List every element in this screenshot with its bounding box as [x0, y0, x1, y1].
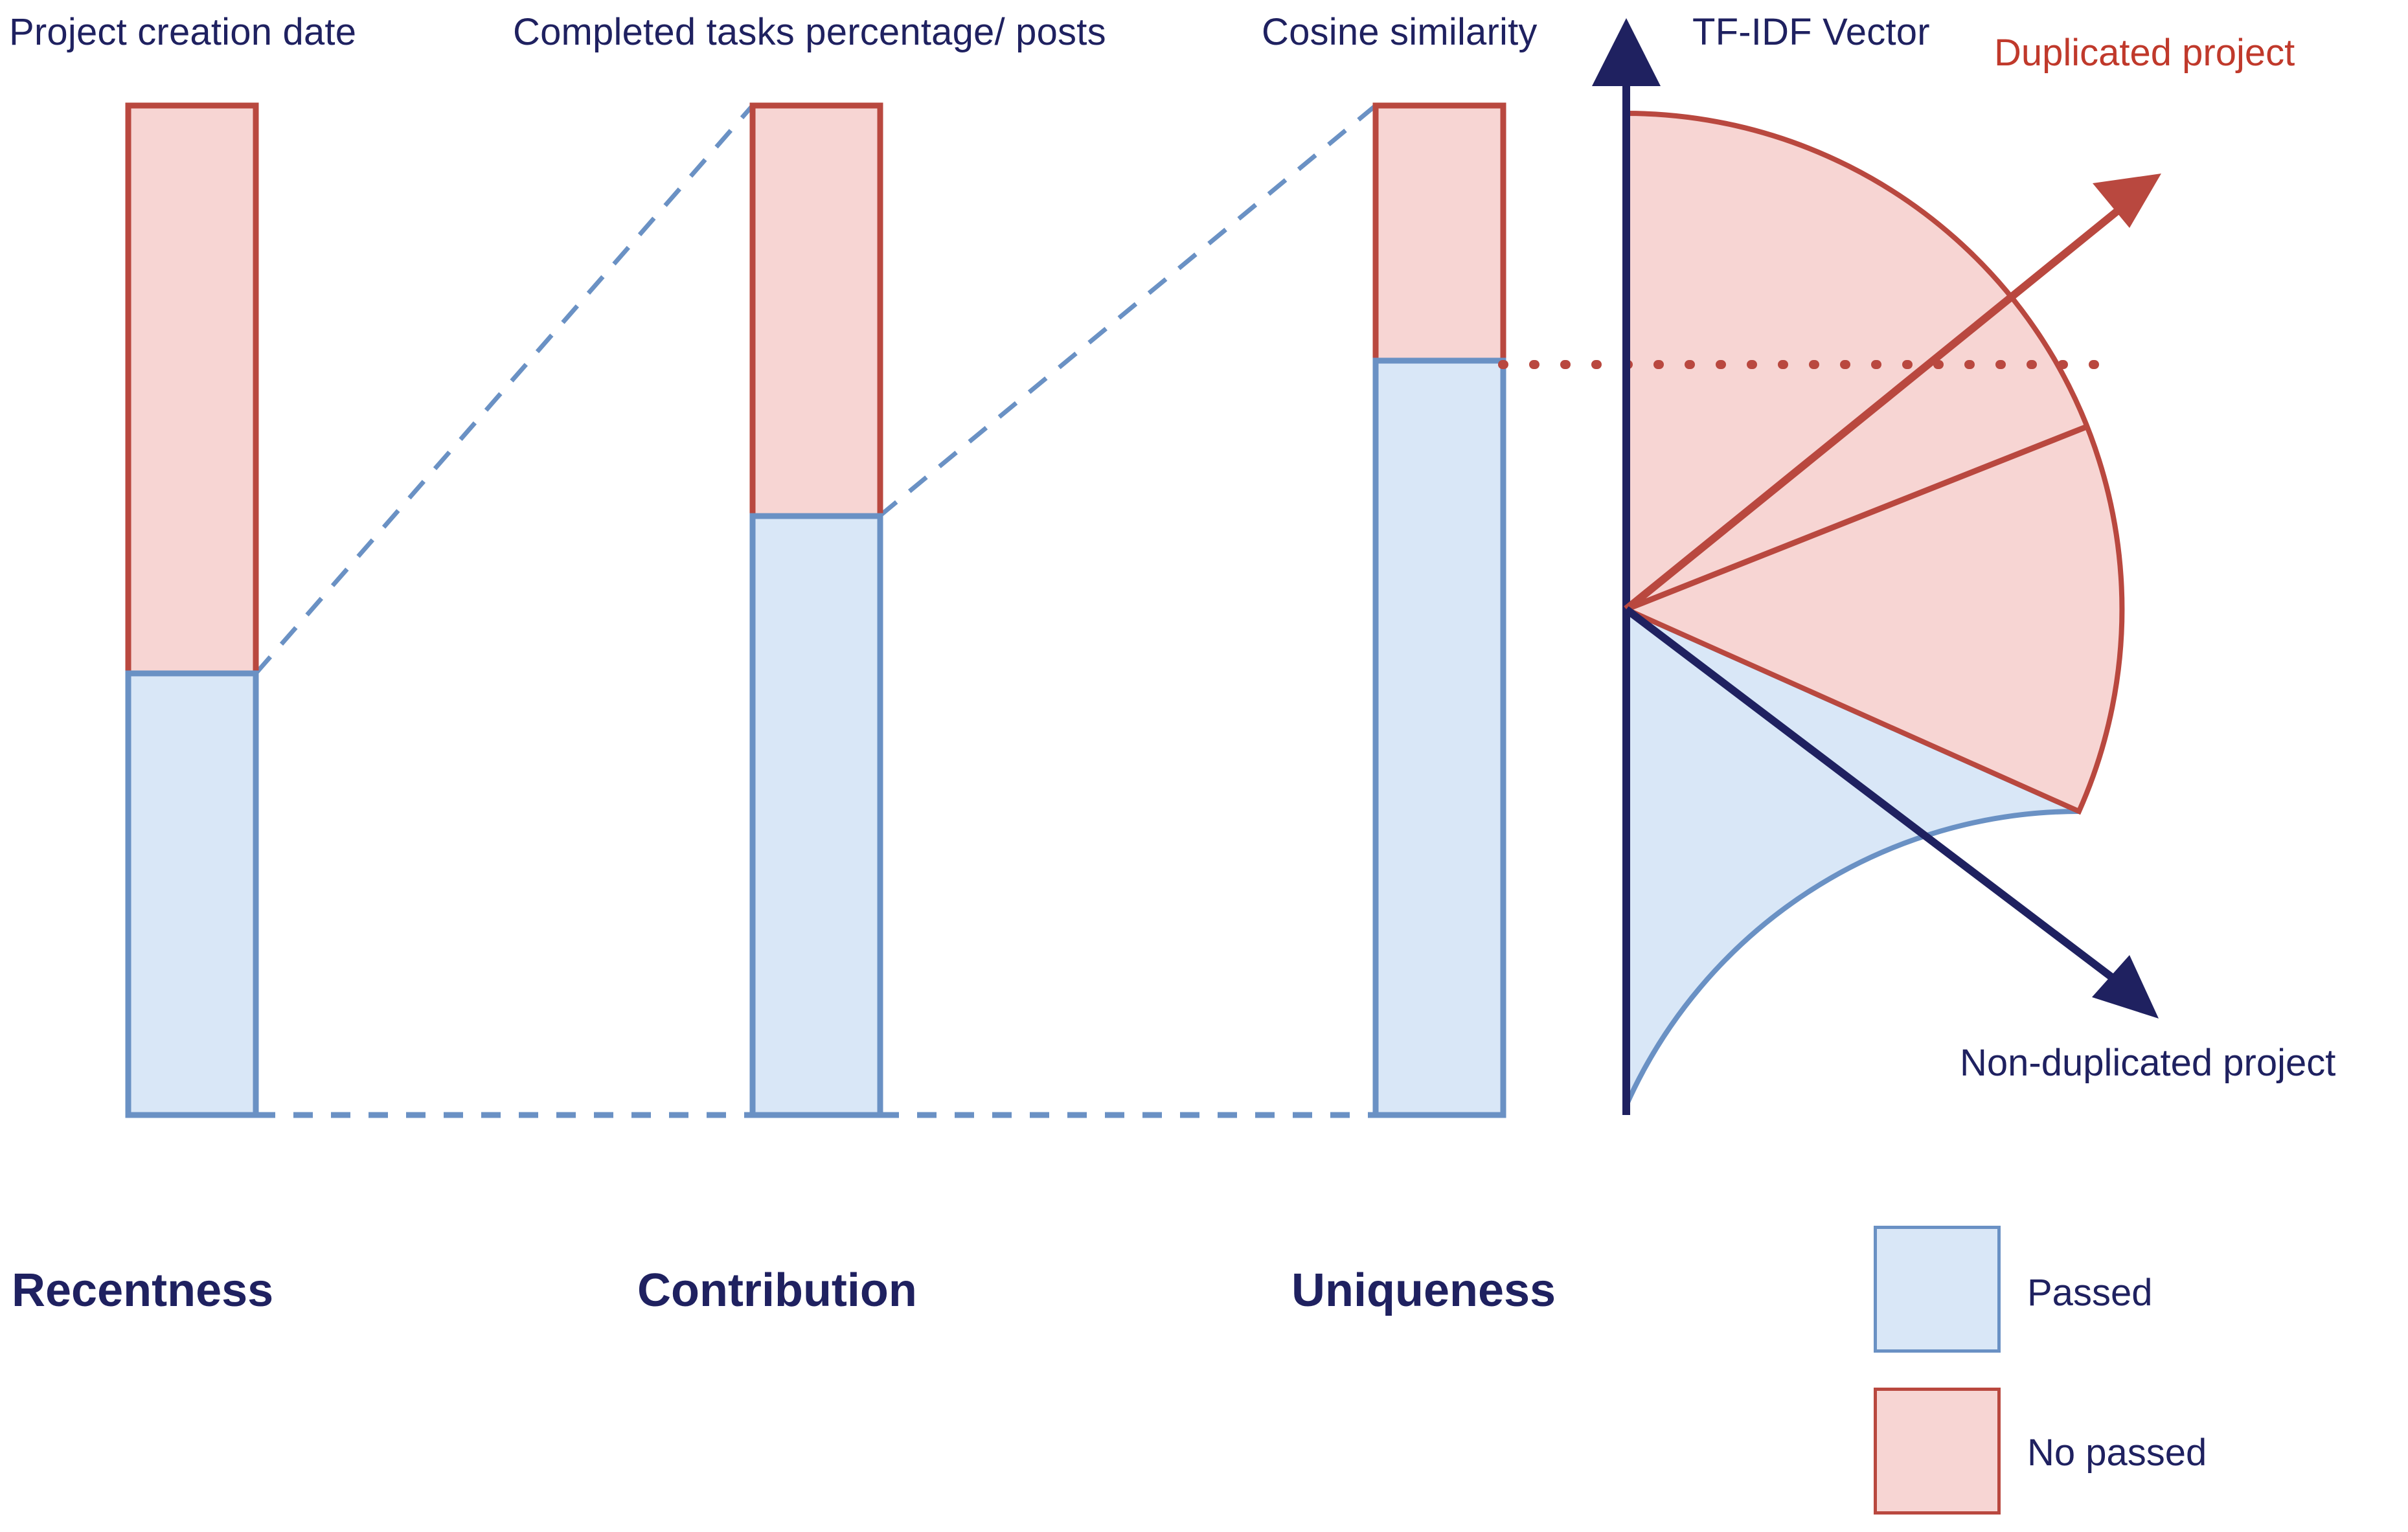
column-header-contribution: Completed tasks percentage/ posts [513, 11, 1106, 53]
bar-uniqueness-nopassed [1372, 102, 1506, 364]
duplicated-project-arrow-icon [2093, 174, 2161, 228]
column-header-tfidf-vector: TF-IDF Vector [1692, 11, 1930, 53]
dashed-connector-2 [878, 104, 1378, 518]
vector-fan-passed-wedge [1624, 605, 2080, 1107]
bar-recentness-passed [125, 670, 259, 1118]
column-header-recentness: Project creation date [9, 11, 357, 53]
bar-recentness [125, 102, 259, 1118]
metric-name-contribution: Contribution [637, 1265, 917, 1316]
metric-name-uniqueness: Uniqueness [1291, 1265, 1556, 1316]
vector-fan-inner-red-ray [1625, 423, 2088, 613]
non-duplicated-project-arrow-shaft [1624, 606, 2132, 994]
duplicated-project-label: Duplicated project [1994, 32, 2295, 74]
duplicated-project-arrow-shaft [1624, 194, 2137, 613]
bar-contribution-nopassed [749, 102, 883, 519]
legend-label-no-passed: No passed [2027, 1432, 2207, 1474]
tfidf-vector-fan [1498, 18, 2161, 1115]
non-duplicated-project-arrow-icon [2092, 955, 2159, 1019]
bar-uniqueness-passed [1372, 357, 1506, 1118]
vector-fan-nopassed-wedge [1624, 110, 2125, 815]
column-header-uniqueness: Cosine similarity [1262, 11, 1538, 53]
bar-contribution [749, 102, 883, 1118]
vertical-axis-arrow-icon [1592, 18, 1661, 86]
dashed-connector-1 [254, 104, 755, 675]
legend-swatch-passed [1874, 1226, 2001, 1353]
bar-recentness-nopassed [125, 102, 259, 677]
non-duplicated-project-label: Non-duplicated project [1960, 1042, 2336, 1084]
metric-name-recentness: Recentness [12, 1265, 274, 1316]
bar-contribution-passed [749, 513, 883, 1118]
legend-label-passed: Passed [2027, 1272, 2153, 1314]
legend-swatch-no-passed [1874, 1388, 2001, 1515]
bar-uniqueness [1372, 102, 1506, 1118]
